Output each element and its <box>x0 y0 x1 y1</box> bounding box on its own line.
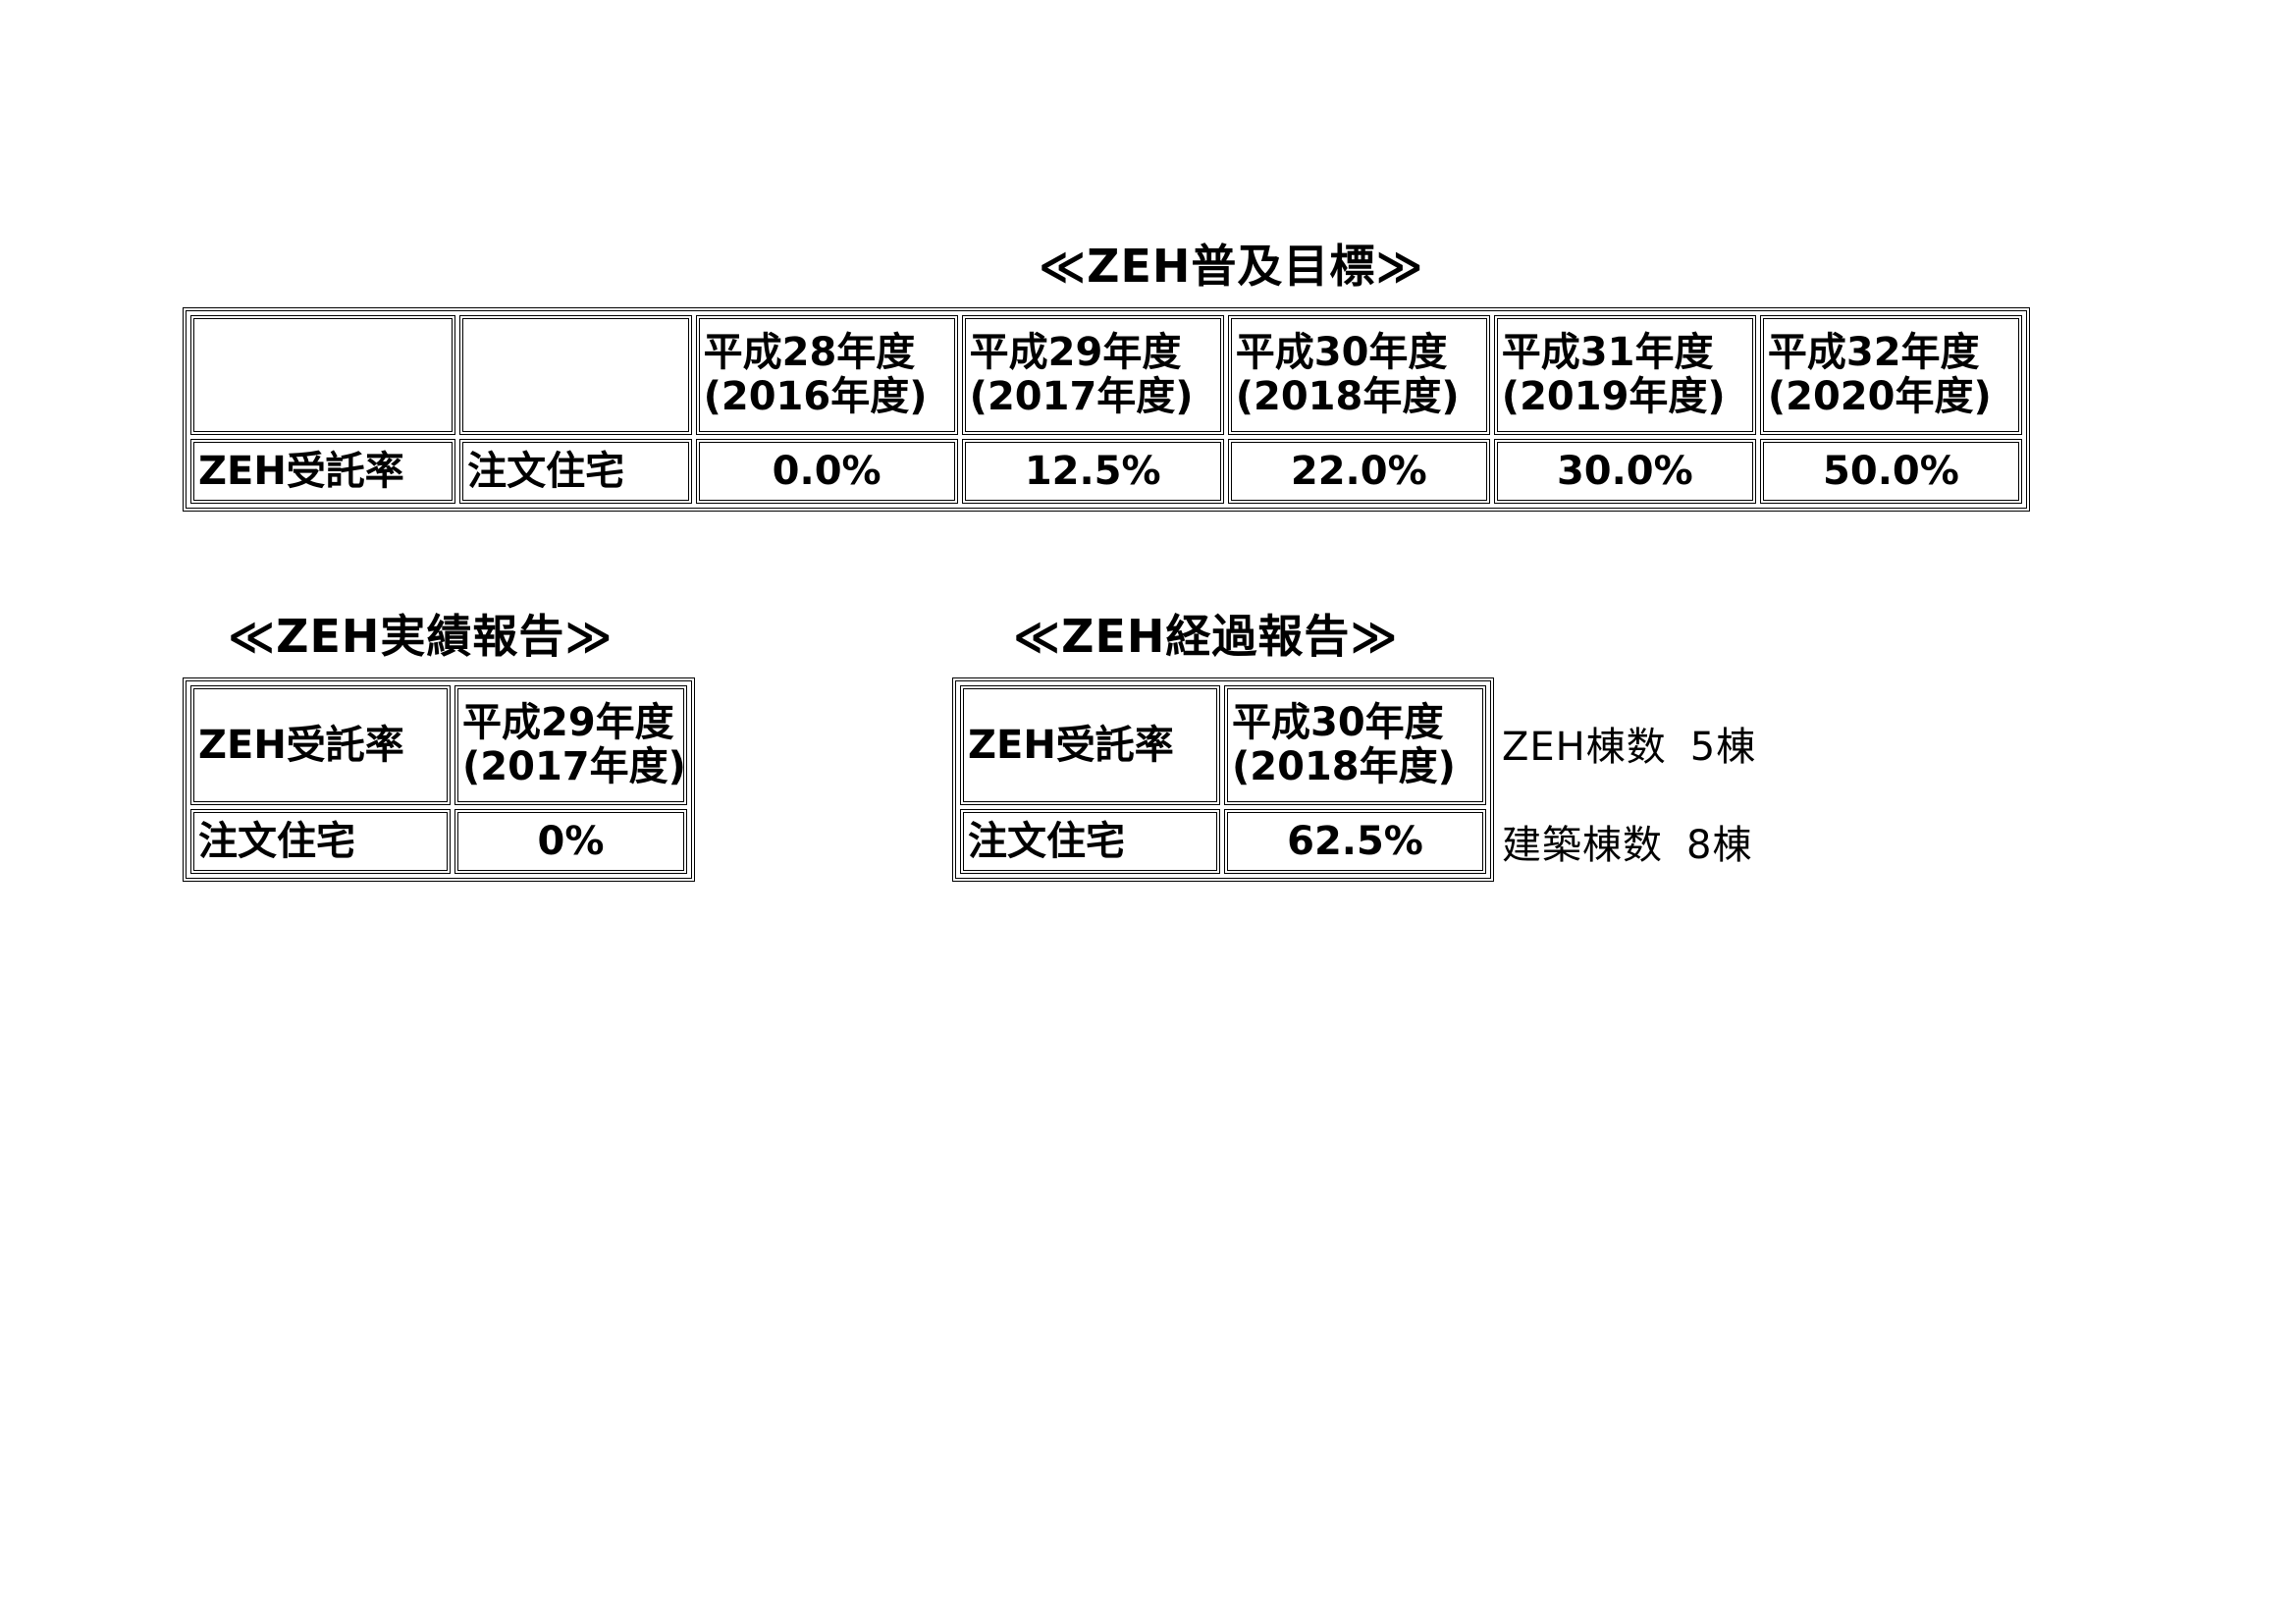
target-value-2017: 12.5% <box>961 439 1224 504</box>
target-value-2018: 22.0% <box>1227 439 1490 504</box>
target-value-2019: 30.0% <box>1493 439 1756 504</box>
year-header-line2: (2017年度) <box>462 744 686 789</box>
row-sublabel: 注文住宅 <box>190 809 451 874</box>
progress-value: 62.5% <box>1224 809 1486 874</box>
year-header-2017: 平成29年度 (2017年度) <box>961 315 1224 435</box>
targets-header-blank <box>459 315 692 435</box>
row-label: ZEH受託率 <box>190 685 451 805</box>
results-header-row: ZEH受託率 平成29年度 (2017年度) <box>190 685 687 805</box>
year-header-line1: 平成29年度 <box>462 700 674 746</box>
result-value: 0% <box>454 809 687 874</box>
results-title: ≪ZEH実績報告≫ <box>228 610 614 663</box>
year-header-line1: 平成29年度 <box>969 330 1182 376</box>
year-header-2016: 平成28年度 (2016年度) <box>695 315 958 435</box>
year-header-2018: 平成30年度 (2018年度) <box>1224 685 1486 805</box>
targets-header-blank <box>190 315 456 435</box>
progress-value-row: 注文住宅 62.5% <box>960 809 1486 874</box>
progress-title: ≪ZEH経過報告≫ <box>1013 610 1399 663</box>
build-count-label: 建築棟数 <box>1502 823 1663 868</box>
year-header-line2: (2019年度) <box>1501 374 1726 419</box>
target-value-2020: 50.0% <box>1759 439 2022 504</box>
results-table: ZEH受託率 平成29年度 (2017年度) 注文住宅 0% <box>183 677 695 882</box>
year-header-line2: (2020年度) <box>1767 374 1992 419</box>
row-label: ZEH受託率 <box>190 439 456 504</box>
year-header-line1: 平成32年度 <box>1767 330 1980 376</box>
row-sublabel: 注文住宅 <box>459 439 692 504</box>
year-header-2019: 平成31年度 (2019年度) <box>1493 315 1756 435</box>
year-header-line1: 平成31年度 <box>1501 330 1714 376</box>
targets-table: 平成28年度 (2016年度) 平成29年度 (2017年度) 平成30年度 (… <box>183 307 2030 512</box>
zeh-count-value: 5棟 <box>1689 725 1757 770</box>
targets-title: ≪ZEH普及目標≫ <box>1039 240 1424 293</box>
targets-header-row: 平成28年度 (2016年度) 平成29年度 (2017年度) 平成30年度 (… <box>190 315 2022 435</box>
zeh-count-note: ZEH棟数 5棟 <box>1502 728 1756 767</box>
year-header-2020: 平成32年度 (2020年度) <box>1759 315 2022 435</box>
year-header-2017: 平成29年度 (2017年度) <box>454 685 687 805</box>
year-header-line2: (2018年度) <box>1232 744 1456 789</box>
build-count-value: 8棟 <box>1686 823 1753 868</box>
build-count-note: 建築棟数 8棟 <box>1502 826 1752 865</box>
year-header-line1: 平成30年度 <box>1235 330 1448 376</box>
year-header-line2: (2017年度) <box>969 374 1194 419</box>
year-header-line1: 平成28年度 <box>703 330 916 376</box>
progress-table: ZEH受託率 平成30年度 (2018年度) 注文住宅 62.5% <box>952 677 1494 882</box>
row-sublabel: 注文住宅 <box>960 809 1220 874</box>
year-header-2018: 平成30年度 (2018年度) <box>1227 315 1490 435</box>
progress-header-row: ZEH受託率 平成30年度 (2018年度) <box>960 685 1486 805</box>
results-value-row: 注文住宅 0% <box>190 809 687 874</box>
year-header-line2: (2016年度) <box>703 374 928 419</box>
target-value-2016: 0.0% <box>695 439 958 504</box>
row-label: ZEH受託率 <box>960 685 1220 805</box>
year-header-line1: 平成30年度 <box>1232 700 1444 746</box>
targets-value-row: ZEH受託率 注文住宅 0.0% 12.5% 22.0% 30.0% 50.0% <box>190 439 2022 504</box>
year-header-line2: (2018年度) <box>1235 374 1460 419</box>
zeh-count-label: ZEH棟数 <box>1502 725 1667 770</box>
